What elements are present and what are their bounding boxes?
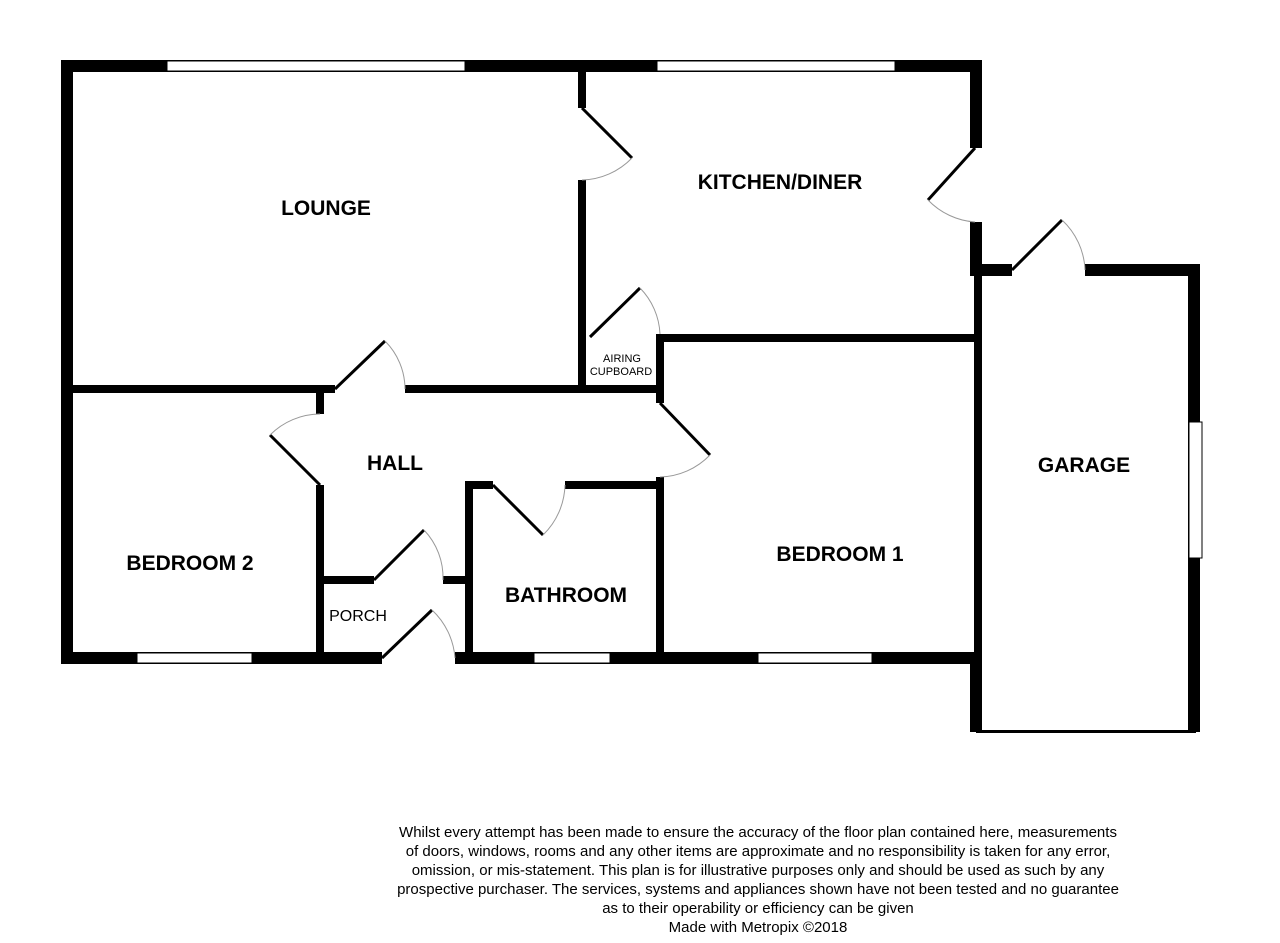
garage-door — [1010, 218, 1086, 272]
airing-cupboard-door — [588, 286, 661, 339]
disclaimer-line: omission, or mis-statement. This plan is… — [411, 862, 1105, 879]
porch-outer-door — [380, 608, 456, 660]
room-label-porch: PORCH — [329, 608, 387, 625]
room-label-airing: AIRING — [603, 353, 641, 365]
bedroom1-door — [658, 401, 712, 478]
bedroom2-door — [268, 413, 322, 487]
room-label-kitchen: KITCHEN/DINER — [698, 171, 863, 194]
room-label-bedroom2: BEDROOM 2 — [126, 552, 253, 575]
credit: Made with Metropix ©2018 — [668, 919, 848, 936]
lounge-door — [333, 339, 406, 391]
doors — [268, 106, 1086, 660]
windows — [136, 60, 1203, 664]
room-labels: LOUNGE KITCHEN/DINER HALL BEDROOM 2 PORC… — [126, 171, 1130, 625]
kitchen-external-door — [926, 146, 977, 223]
disclaimer-line: prospective purchaser. The services, sys… — [397, 881, 1119, 898]
room-label-garage: GARAGE — [1038, 454, 1130, 477]
disclaimer-line: as to their operability or efficiency ca… — [602, 900, 914, 917]
room-label-bathroom: BATHROOM — [505, 584, 627, 607]
walls — [61, 60, 1200, 733]
bathroom-door — [491, 483, 566, 537]
room-label-cupboard: CUPBOARD — [590, 366, 652, 378]
kitchen-door — [580, 106, 634, 181]
porch-inner-door — [372, 528, 444, 582]
room-label-bedroom1: BEDROOM 1 — [776, 543, 904, 566]
room-label-lounge: LOUNGE — [281, 197, 371, 220]
disclaimer-line: Whilst every attempt has been made to en… — [399, 824, 1117, 841]
disclaimer-line: of doors, windows, rooms and any other i… — [405, 843, 1111, 860]
room-label-hall: HALL — [367, 452, 423, 475]
disclaimer: Whilst every attempt has been made to en… — [330, 823, 1186, 937]
